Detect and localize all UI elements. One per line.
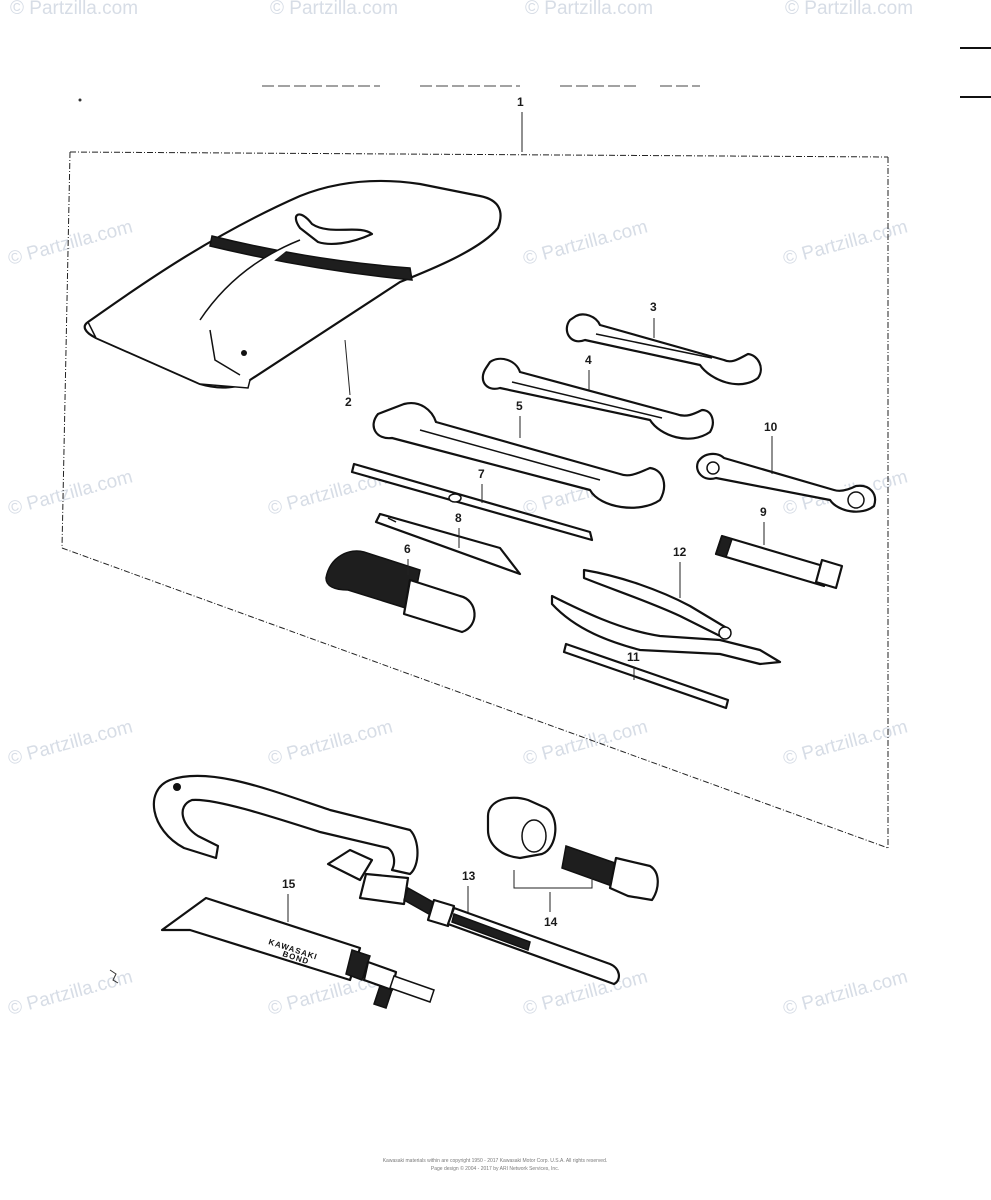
copyright-line-1: Kawasaki materials within are copyright … bbox=[383, 1158, 608, 1164]
watermark-text: © Partzilla.com bbox=[781, 966, 910, 1019]
watermark-text: © Partzilla.com bbox=[6, 466, 135, 519]
copyright-footer: Kawasaki materials within are copyright … bbox=[383, 1158, 608, 1172]
callout-4[interactable]: 4 bbox=[585, 353, 592, 390]
callout-14[interactable]: 14 bbox=[513, 870, 593, 929]
callout-6-label: 6 bbox=[404, 542, 411, 556]
pliers[interactable] bbox=[550, 568, 782, 666]
screwdriver-handle[interactable] bbox=[325, 550, 476, 634]
watermark-text: © Partzilla.com bbox=[10, 0, 138, 19]
spark-plug-socket[interactable] bbox=[714, 534, 844, 590]
callout-1[interactable]: 1 bbox=[517, 95, 524, 152]
box-wrench[interactable] bbox=[696, 452, 877, 513]
callout-11[interactable]: 11 bbox=[627, 650, 640, 680]
watermark-text: © Partzilla.com bbox=[781, 216, 910, 269]
watermark-text: © Partzilla.com bbox=[521, 216, 650, 269]
watermark-text: © Partzilla.com bbox=[785, 0, 913, 19]
callout-8-label: 8 bbox=[455, 511, 462, 525]
callout-15[interactable]: 15 bbox=[282, 877, 296, 922]
watermark-text: © Partzilla.com bbox=[525, 0, 653, 19]
nut-and-bolt[interactable] bbox=[486, 796, 659, 902]
callout-3-label: 3 bbox=[650, 300, 657, 314]
wrench-large[interactable] bbox=[372, 402, 666, 509]
callout-8[interactable]: 8 bbox=[455, 511, 462, 548]
callout-4-label: 4 bbox=[585, 353, 592, 367]
watermark-text: © Partzilla.com bbox=[266, 716, 395, 769]
callout-7[interactable]: 7 bbox=[478, 467, 485, 503]
wrench-medium[interactable] bbox=[481, 357, 714, 440]
callout-13-label: 13 bbox=[462, 869, 476, 883]
callout-5[interactable]: 5 bbox=[516, 399, 523, 438]
callout-11-label: 11 bbox=[627, 650, 640, 664]
callout-2[interactable]: 2 bbox=[344, 339, 352, 409]
watermark-text: © Partzilla.com bbox=[521, 716, 650, 769]
callout-3[interactable]: 3 bbox=[650, 300, 657, 338]
scan-marks bbox=[78, 47, 991, 984]
watermark-text: © Partzilla.com bbox=[6, 716, 135, 769]
copyright-line-2: Page design © 2004 - 2017 by ARI Network… bbox=[431, 1165, 559, 1172]
hook-puller[interactable] bbox=[152, 774, 620, 986]
bond-tube[interactable]: KAWASAKI BOND bbox=[160, 896, 435, 1009]
callout-10-label: 10 bbox=[764, 420, 778, 434]
callout-10[interactable]: 10 bbox=[764, 420, 778, 474]
callout-15-label: 15 bbox=[282, 877, 296, 891]
callout-5-label: 5 bbox=[516, 399, 523, 413]
rod[interactable] bbox=[562, 642, 730, 710]
watermark-layer: © Partzilla.com © Partzilla.com © Partzi… bbox=[6, 0, 913, 1020]
callout-13[interactable]: 13 bbox=[462, 869, 476, 912]
screwdriver-bit-phillips[interactable] bbox=[374, 512, 522, 576]
callout-12[interactable]: 12 bbox=[673, 545, 687, 598]
watermark-text: © Partzilla.com bbox=[6, 216, 135, 269]
watermark-text: © Partzilla.com bbox=[270, 0, 398, 19]
watermark-text: © Partzilla.com bbox=[781, 716, 910, 769]
callout-1-label: 1 bbox=[517, 95, 524, 109]
wrench-small[interactable] bbox=[565, 313, 762, 386]
callout-2-label: 2 bbox=[345, 395, 352, 409]
callout-14-label: 14 bbox=[544, 915, 558, 929]
toolkit-frame bbox=[61, 151, 889, 849]
callout-12-label: 12 bbox=[673, 545, 687, 559]
screwdriver-bit-flat[interactable] bbox=[350, 462, 594, 542]
callout-9-label: 9 bbox=[760, 505, 767, 519]
callout-7-label: 7 bbox=[478, 467, 485, 481]
tool-bag[interactable] bbox=[83, 179, 502, 389]
callout-6[interactable]: 6 bbox=[404, 542, 411, 575]
callout-9[interactable]: 9 bbox=[760, 505, 767, 545]
